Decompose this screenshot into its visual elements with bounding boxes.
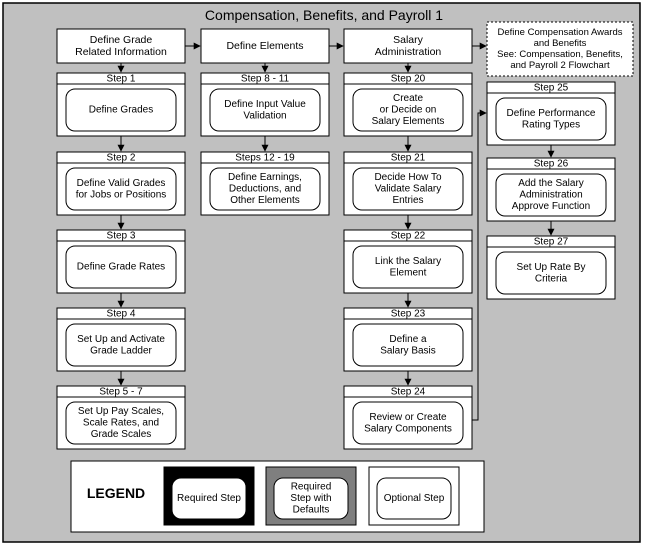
step-label: Step 8 - 11 <box>241 74 290 85</box>
step-text: Add the Salary <box>518 178 584 189</box>
step-text: Salary Basis <box>380 345 436 356</box>
step-inner-box <box>65 167 177 211</box>
step-text: Salary Elements <box>372 116 445 127</box>
reference-text: and Benefits <box>534 38 587 49</box>
step-text: Validate Salary <box>375 184 442 195</box>
legend-text: Optional Step <box>384 493 445 504</box>
step-text: Create <box>393 93 423 104</box>
step-text: Deductions, and <box>229 184 301 195</box>
legend-inner-box <box>273 477 349 520</box>
step-label: Step 25 <box>534 83 569 94</box>
step-inner-box <box>495 251 607 295</box>
header-text: Salary <box>393 34 424 46</box>
header-text: Administration <box>375 46 442 58</box>
step-label: Step 1 <box>107 74 136 85</box>
step-inner-box <box>65 245 177 289</box>
step-text: Define Grades <box>89 105 153 116</box>
step-text: Grade Ladder <box>90 345 152 356</box>
legend-text: Step with <box>290 493 331 504</box>
step-label: Step 3 <box>107 231 136 242</box>
step-text: Set Up and Activate <box>77 334 165 345</box>
header-text: Related Information <box>75 46 167 58</box>
step-inner-box <box>209 167 321 211</box>
reference-text: Define Compensation Awards <box>498 27 623 38</box>
step-text: Entries <box>392 195 423 206</box>
step-label: Step 24 <box>391 387 426 398</box>
step-text: Define a <box>389 334 427 345</box>
flow-arrow <box>472 109 487 421</box>
step-text: Other Elements <box>230 195 299 206</box>
step-inner-box <box>209 88 321 132</box>
step-text: Rating Types <box>522 119 580 130</box>
step-inner-box <box>495 173 607 217</box>
step-label: Step 2 <box>107 153 136 164</box>
step-text: Define Performance <box>507 108 596 119</box>
reference-text: and Payroll 2 Flowchart <box>510 60 610 71</box>
step-inner-box <box>352 401 464 445</box>
step-text: Scale Rates, and <box>83 418 159 429</box>
step-label: Step 5 - 7 <box>99 387 143 398</box>
step-inner-box <box>352 323 464 367</box>
legend-text: Defaults <box>293 505 330 516</box>
step-inner-box <box>65 323 177 367</box>
step-text: Approve Function <box>512 201 590 212</box>
step-label: Step 4 <box>107 309 136 320</box>
step-text: Decide How To <box>374 172 442 183</box>
step-inner-box <box>352 245 464 289</box>
step-text: Review or Create <box>369 412 447 423</box>
reference-box <box>486 21 634 77</box>
step-text: Element <box>390 267 427 278</box>
step-label: Step 20 <box>391 74 426 85</box>
step-label: Step 22 <box>391 231 426 242</box>
step-inner-box <box>495 97 607 141</box>
step-text: Define Earnings, <box>228 172 302 183</box>
step-label: Step 27 <box>534 237 569 248</box>
step-text: or Decide on <box>380 105 437 116</box>
step-inner-box <box>352 167 464 211</box>
step-label: Step 21 <box>391 153 426 164</box>
legend-text: Required <box>291 482 332 493</box>
step-text: Validation <box>243 110 286 121</box>
step-text: Define Valid Grades <box>77 178 166 189</box>
step-text: for Jobs or Positions <box>76 189 167 200</box>
step-label: Steps 12 - 19 <box>235 153 295 164</box>
step-label: Step 26 <box>534 159 569 170</box>
reference-text: See: Compensation, Benefits, <box>497 49 623 60</box>
step-text: Set Up Rate By <box>517 262 586 273</box>
step-text: Link the Salary <box>375 256 441 267</box>
legend-inner-box <box>376 477 452 520</box>
diagram-title: Compensation, Benefits, and Payroll 1 <box>205 7 443 23</box>
step-inner-box <box>65 88 177 132</box>
header-box <box>343 28 473 64</box>
step-text: Set Up Pay Scales, <box>78 406 164 417</box>
step-label: Step 23 <box>391 309 426 320</box>
step-text: Grade Scales <box>91 429 152 440</box>
step-text: Define Grade Rates <box>77 262 165 273</box>
step-text: Administration <box>519 190 582 201</box>
step-inner-box <box>352 88 464 132</box>
legend-title: LEGEND <box>87 485 145 501</box>
header-text: Define Elements <box>226 40 303 52</box>
legend-text: Required Step <box>177 493 241 504</box>
step-text: Salary Components <box>364 423 452 434</box>
header-text: Define Grade <box>90 34 153 46</box>
legend-inner-box <box>171 477 247 520</box>
step-inner-box <box>65 401 177 445</box>
step-text: Define Input Value <box>224 99 306 110</box>
header-box <box>200 28 330 64</box>
step-text: Criteria <box>535 273 568 284</box>
